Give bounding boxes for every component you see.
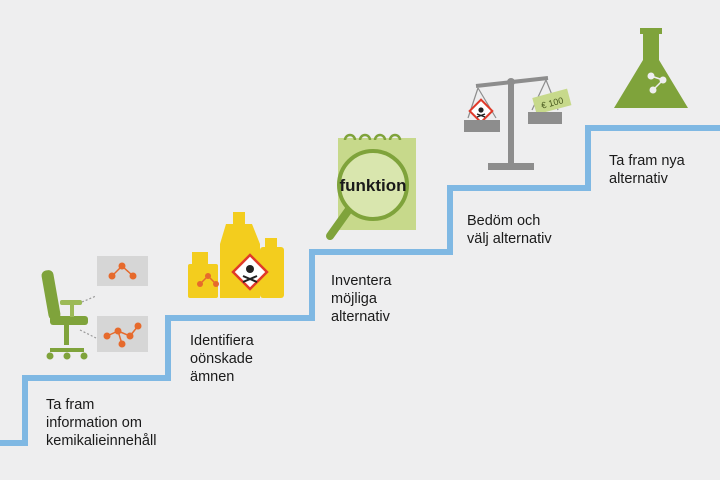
step-2-line-3: ämnen <box>190 369 235 385</box>
hazard-bottles-icon <box>188 212 284 298</box>
step-2-line-1: Identifiera <box>190 333 254 349</box>
magnifier-notepad-icon <box>326 133 416 240</box>
step-4-label: Bedöm och välj alternativ <box>467 212 552 248</box>
step-2-line-2: oönskade <box>190 351 253 367</box>
step-5-label: Ta fram nya alternativ <box>609 152 685 188</box>
step-3-line-1: Inventera <box>331 273 392 289</box>
step-1-label: Ta fram information om kemikalieinnehåll <box>46 396 156 450</box>
step-3-line-3: alternativ <box>331 309 390 325</box>
staircase-line <box>0 125 720 446</box>
step-3-line-2: möjliga <box>331 291 377 307</box>
magnifier-text: funktion <box>339 176 406 195</box>
office-chair-icon <box>41 270 97 360</box>
step-1-line-2: information om <box>46 415 142 431</box>
molecule-tag-2 <box>97 316 148 352</box>
step-5-line-2: alternativ <box>609 171 668 187</box>
step-5-line-1: Ta fram nya <box>609 153 685 169</box>
step-3-label: Inventera möjliga alternativ <box>331 272 391 326</box>
molecule-tag-1 <box>97 256 148 286</box>
lab-flask-icon <box>614 28 688 108</box>
step-1-line-1: Ta fram <box>46 397 95 413</box>
step-4-line-2: välj alternativ <box>467 231 552 247</box>
step-2-label: Identifiera oönskade ämnen <box>190 332 254 386</box>
balance-scale-icon <box>464 76 572 170</box>
step-1-line-3: kemikalieinnehåll <box>46 433 157 449</box>
step-4-line-1: Bedöm och <box>467 213 541 229</box>
